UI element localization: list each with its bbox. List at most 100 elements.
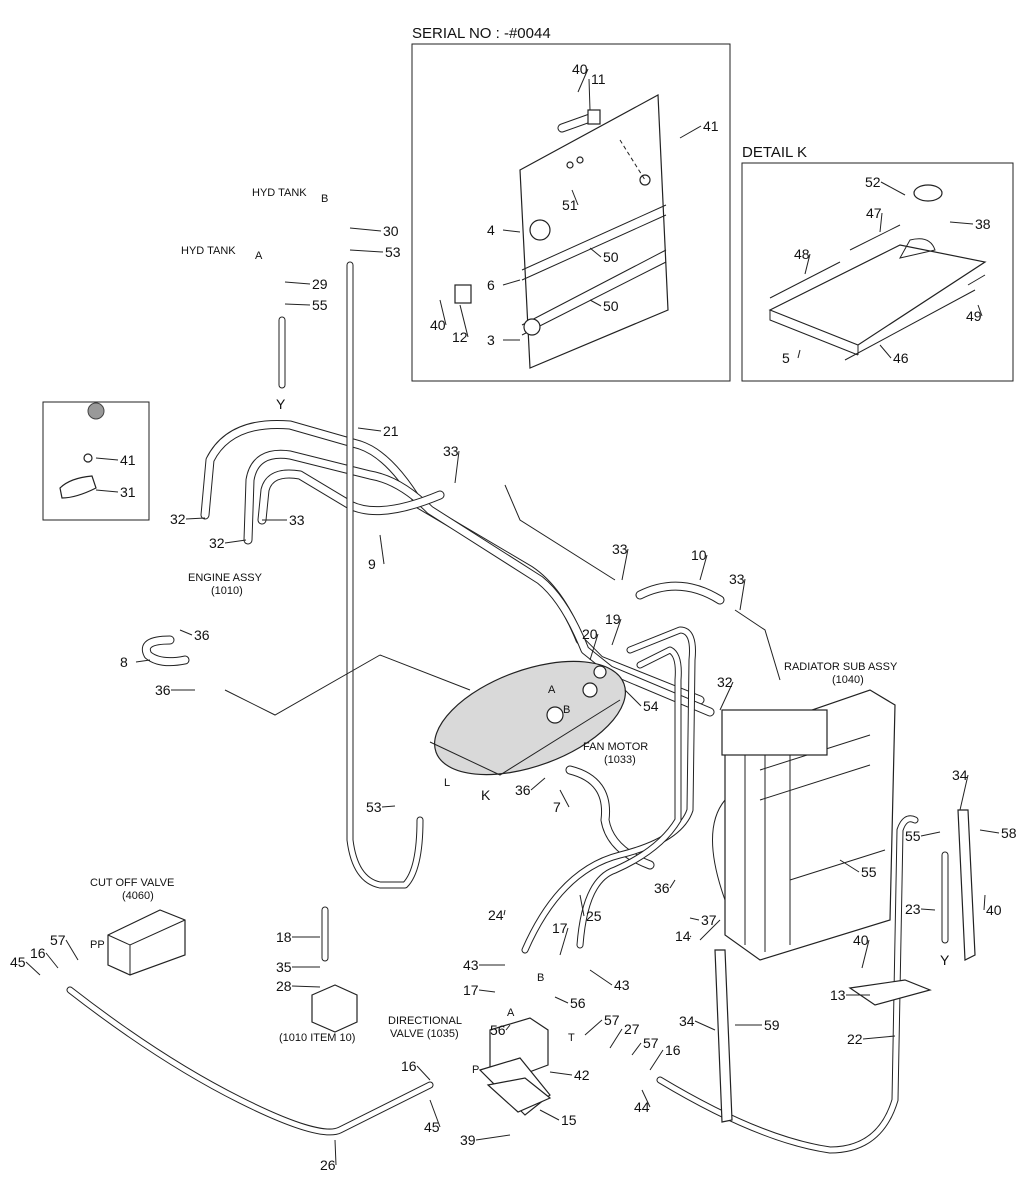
callout-number: 43 xyxy=(463,957,479,973)
callout-33: 33 xyxy=(262,512,305,528)
motor-port-b: B xyxy=(563,704,570,716)
callout-number: 50 xyxy=(603,249,619,265)
cut-off-valve xyxy=(107,909,186,976)
callout-number: 32 xyxy=(717,674,733,690)
motor-port-a: A xyxy=(548,684,556,696)
callout-28: 28 xyxy=(276,978,321,994)
callout-5: 5 xyxy=(782,349,801,366)
callout-number: 17 xyxy=(552,920,568,936)
callout-number: 37 xyxy=(701,912,717,928)
callout-50: 50 xyxy=(589,298,619,314)
callout-3: 3 xyxy=(487,332,520,348)
callout-43: 43 xyxy=(463,957,505,973)
caption-radiator-ref: (1040) xyxy=(832,674,864,686)
callout-number: 26 xyxy=(320,1157,336,1173)
callout-number: 13 xyxy=(830,987,846,1003)
callout-leader xyxy=(95,457,119,461)
callout-26: 26 xyxy=(320,1139,337,1173)
callout-number: 53 xyxy=(366,799,382,815)
callout-55: 55 xyxy=(905,828,941,844)
callout-number: 36 xyxy=(155,682,171,698)
callout-leader xyxy=(631,1042,642,1056)
callout-52: 52 xyxy=(865,174,906,196)
callout-44: 44 xyxy=(634,1089,651,1115)
callout-32: 32 xyxy=(170,511,206,527)
callout-15: 15 xyxy=(539,1109,577,1128)
callout-number: 18 xyxy=(276,929,292,945)
callout-leader xyxy=(284,303,311,306)
callout-46: 46 xyxy=(879,344,909,366)
caption-hyd-tank-a: HYD TANK xyxy=(181,245,236,257)
callout-leader xyxy=(502,229,521,233)
callout-number: 40 xyxy=(986,902,1002,918)
hose-22 xyxy=(656,815,919,1154)
callout-16: 16 xyxy=(401,1058,431,1081)
callout-number: 59 xyxy=(764,1017,780,1033)
callout-40: 40 xyxy=(572,61,589,93)
panel-plate xyxy=(519,94,669,369)
callout-53: 53 xyxy=(349,244,401,260)
callout-number: 56 xyxy=(570,995,586,1011)
callout-leader xyxy=(589,299,602,307)
callout-number: 55 xyxy=(905,828,921,844)
callout-leader xyxy=(694,1020,716,1031)
callout-number: 36 xyxy=(194,627,210,643)
callout-number: 14 xyxy=(675,928,691,944)
callout-33: 33 xyxy=(729,571,746,611)
callout-number: 33 xyxy=(729,571,745,587)
callout-number: 34 xyxy=(679,1013,695,1029)
callout-number: 57 xyxy=(50,932,66,948)
callout-number: 12 xyxy=(452,329,468,345)
callout-number: 15 xyxy=(561,1112,577,1128)
callout-58: 58 xyxy=(979,825,1017,841)
callout-leader xyxy=(429,1099,441,1128)
steel-pipe-9b xyxy=(243,449,715,717)
callout-36: 36 xyxy=(654,879,676,896)
callout-33: 33 xyxy=(612,541,629,581)
callout-leader xyxy=(669,879,676,889)
callout-number: 32 xyxy=(170,511,186,527)
callout-leader xyxy=(983,894,986,911)
callout-51: 51 xyxy=(562,189,579,213)
fan-motor xyxy=(429,660,626,776)
callout-leader xyxy=(135,659,151,663)
callout-number: 48 xyxy=(794,246,810,262)
caption-engine-assy-ref: (1010) xyxy=(211,585,243,597)
callout-leader xyxy=(689,935,692,938)
callout-number: 16 xyxy=(30,945,46,961)
callout-leader xyxy=(880,181,906,196)
callout-leader xyxy=(739,578,746,611)
callout-36: 36 xyxy=(155,682,195,698)
callout-leader xyxy=(649,1049,664,1071)
callout-36: 36 xyxy=(515,777,546,798)
callout-leader xyxy=(641,1089,651,1108)
callout-number: 39 xyxy=(460,1132,476,1148)
view-y-label: Y xyxy=(276,396,286,412)
callout-number: 20 xyxy=(582,626,598,642)
callout-22: 22 xyxy=(847,1031,896,1047)
callout-number: 9 xyxy=(368,556,376,572)
caption-engine-assy: ENGINE ASSY xyxy=(188,572,263,584)
callout-number: 40 xyxy=(853,932,869,948)
callout-56: 56 xyxy=(490,1022,511,1038)
hose-21 xyxy=(346,261,424,889)
callout-24: 24 xyxy=(488,907,506,923)
callout-25: 25 xyxy=(579,894,602,924)
callout-19: 19 xyxy=(605,611,622,646)
callout-leader xyxy=(539,1109,560,1121)
block-1010-item-10 xyxy=(311,984,358,1033)
callout-number: 40 xyxy=(572,61,588,77)
callout-number: 57 xyxy=(643,1035,659,1051)
callout-34: 34 xyxy=(952,767,969,811)
callout-leader xyxy=(571,189,579,206)
callout-leader xyxy=(959,774,969,811)
callout-47: 47 xyxy=(866,205,883,233)
serial-inset: SERIAL NO : -#0044 xyxy=(411,25,731,382)
callout-leader xyxy=(291,985,321,988)
callout-37: 37 xyxy=(689,912,717,928)
callout-number: 36 xyxy=(515,782,531,798)
callout-leader xyxy=(224,539,247,544)
callout-4: 4 xyxy=(487,222,521,238)
